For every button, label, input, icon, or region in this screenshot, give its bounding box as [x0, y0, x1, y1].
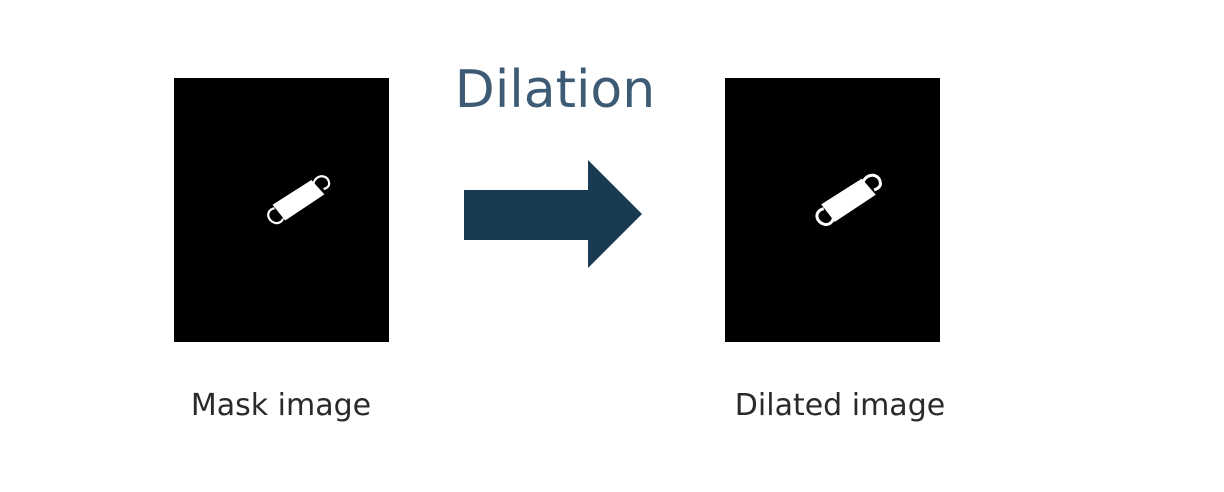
dilated-image: [725, 78, 940, 342]
face-mask-icon: [267, 175, 331, 225]
operation-title: Dilation: [454, 60, 656, 120]
mask-image-caption: Mask image: [190, 388, 372, 423]
mask-image: [174, 78, 389, 342]
dilated-image-caption: Dilated image: [734, 388, 946, 423]
right-arrow-icon: [464, 160, 642, 268]
face-mask-icon: [815, 173, 882, 226]
